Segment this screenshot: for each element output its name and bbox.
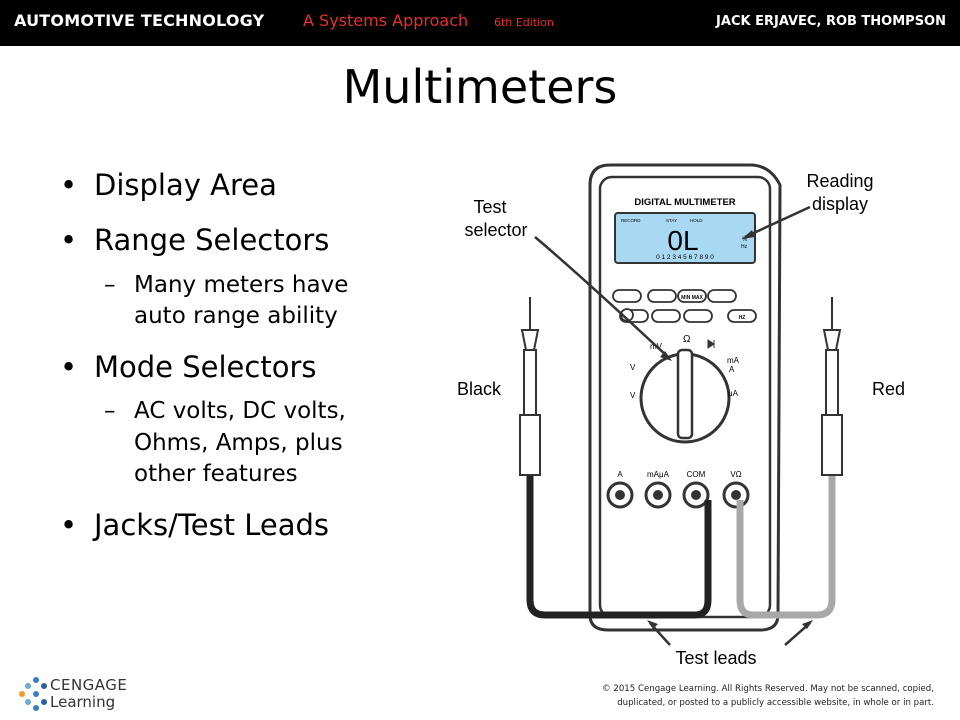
jack-label-ma: mAμA bbox=[647, 470, 670, 479]
jack-label-com: COM bbox=[687, 470, 706, 479]
jack-label-a: A bbox=[617, 470, 623, 479]
lcd-unit-hz: Hz bbox=[741, 244, 748, 250]
meter-button bbox=[647, 289, 677, 303]
label-display: display bbox=[812, 194, 868, 214]
meter-button bbox=[683, 309, 713, 323]
bullet-range-selectors: Range Selectors bbox=[56, 223, 416, 258]
label-reading: Reading bbox=[806, 171, 873, 191]
copyright-notice: © 2015 Cengage Learning. All Rights Rese… bbox=[602, 684, 934, 708]
label-red: Red bbox=[872, 379, 905, 399]
meter-button bbox=[707, 289, 737, 303]
test-selector-arrow bbox=[534, 236, 669, 358]
label-test: Test bbox=[473, 197, 506, 217]
meter-button-minmax bbox=[677, 289, 707, 303]
bullet-jacks-test-leads: Jacks/Test Leads bbox=[56, 508, 416, 543]
cengage-logo-icon bbox=[19, 677, 47, 711]
reading-display-arrow bbox=[744, 205, 811, 239]
dial-label-ua: μA bbox=[728, 389, 739, 398]
logo-text-cengage: CENGAGE bbox=[50, 676, 128, 694]
button-hz-label: HZ bbox=[739, 315, 746, 321]
label-selector: selector bbox=[464, 220, 527, 240]
meter-button bbox=[612, 289, 642, 303]
multimeter-illustration: DIGITAL MULTIMETER RECORD STAY HOLD 0L %… bbox=[457, 163, 905, 668]
black-probe bbox=[519, 297, 541, 476]
book-edition: 6th Edition bbox=[494, 16, 554, 29]
dial-label-a: A bbox=[729, 365, 735, 374]
button-minmax-label: MIN MAX bbox=[681, 295, 703, 301]
label-black: Black bbox=[457, 379, 502, 399]
book-subtitle: A Systems Approach bbox=[303, 11, 469, 30]
meter-button bbox=[651, 309, 681, 323]
red-probe bbox=[821, 297, 843, 476]
dial-label-vac: V bbox=[630, 391, 636, 400]
bullet-mode-selectors: Mode Selectors bbox=[56, 350, 416, 385]
red-lead-wire bbox=[736, 450, 836, 619]
dial-label-ohm: Ω bbox=[683, 334, 691, 345]
meter-button-hz bbox=[727, 309, 757, 323]
lcd-display bbox=[614, 212, 756, 264]
bullet-display-area: Display Area bbox=[56, 168, 416, 203]
lcd-record: RECORD bbox=[621, 218, 641, 223]
lcd-scale: 0 1 2 3 4 5 6 7 8 9 0 bbox=[656, 254, 714, 261]
lcd-unit-percent: % bbox=[742, 237, 748, 243]
black-lead-wire bbox=[526, 465, 712, 619]
jack-label-v: VΩ bbox=[730, 470, 741, 479]
lcd-reading: 0L bbox=[667, 225, 698, 256]
dial-knob bbox=[676, 348, 694, 440]
slide-title: Multimeters bbox=[342, 60, 618, 114]
header-banner: AUTOMOTIVE TECHNOLOGY A Systems Approach… bbox=[0, 0, 960, 46]
dial-diode-icon bbox=[707, 339, 715, 349]
sub-bullet-modes: – AC volts, DC volts, Ohms, Amps, plus o… bbox=[104, 398, 346, 487]
logo-text-learning: Learning bbox=[50, 693, 116, 711]
label-test-leads: Test leads bbox=[675, 648, 756, 668]
lcd-hold: HOLD bbox=[690, 218, 703, 223]
lcd-stay: STAY bbox=[666, 218, 677, 223]
dial-label-ma: mA bbox=[727, 356, 740, 365]
sub-bullet-auto-range: – Many meters have auto range ability bbox=[104, 271, 349, 329]
dial-label-vdc: V bbox=[630, 363, 636, 372]
meter-header-text: DIGITAL MULTIMETER bbox=[634, 197, 735, 208]
book-authors: JACK ERJAVEC, ROB THOMPSON bbox=[716, 14, 946, 29]
bullet-list: Display Area Range Selectors – Many mete… bbox=[56, 168, 416, 562]
book-title: AUTOMOTIVE TECHNOLOGY bbox=[14, 11, 265, 30]
